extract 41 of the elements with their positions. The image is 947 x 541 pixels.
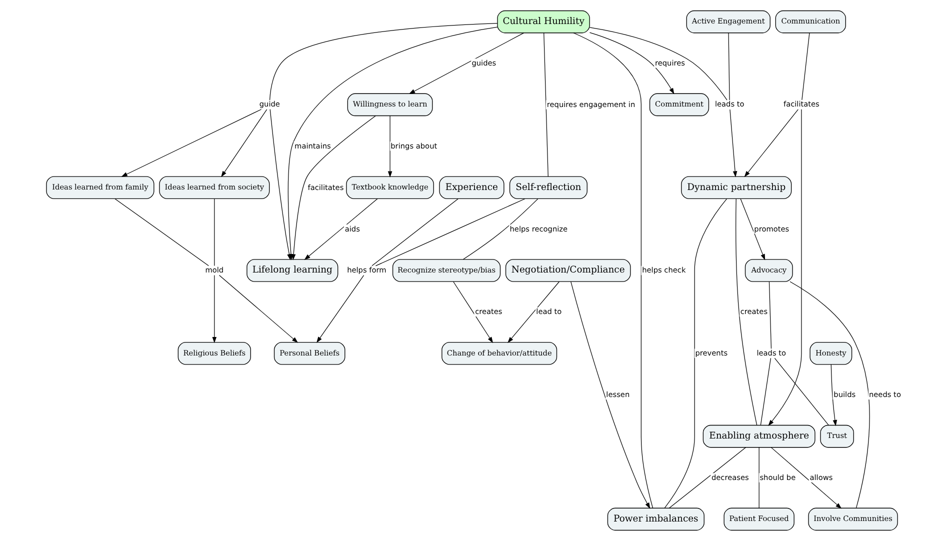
arrow bbox=[744, 109, 798, 178]
arrow bbox=[729, 109, 737, 178]
arrow bbox=[304, 198, 378, 260]
connector bbox=[760, 358, 771, 426]
connector bbox=[543, 32, 548, 177]
arrow bbox=[212, 274, 216, 344]
node-box: Lifelong learning bbox=[246, 259, 338, 282]
connector bbox=[462, 198, 538, 260]
node-box: Enabling atmosphere bbox=[702, 424, 815, 448]
node-box: Cultural Humility bbox=[496, 10, 590, 34]
connector bbox=[114, 198, 208, 266]
connector bbox=[572, 32, 653, 508]
arrow bbox=[120, 109, 262, 177]
node-box: Experience bbox=[438, 176, 504, 199]
arrow bbox=[220, 109, 267, 178]
arrow bbox=[316, 274, 364, 343]
arrow bbox=[218, 274, 298, 343]
connector bbox=[735, 198, 757, 426]
arrow bbox=[770, 447, 842, 509]
connector bbox=[728, 32, 730, 100]
arrow bbox=[452, 281, 493, 344]
connector bbox=[371, 198, 458, 266]
connector bbox=[801, 32, 810, 100]
connector bbox=[789, 281, 870, 508]
arrow bbox=[830, 364, 837, 426]
connector bbox=[768, 281, 772, 349]
node-box: Negotiation/Compliance bbox=[504, 259, 630, 282]
node-box: Power imbalances bbox=[606, 508, 704, 531]
node-box: Dynamic partnership bbox=[680, 176, 792, 199]
arrow bbox=[507, 281, 560, 344]
arrow bbox=[768, 109, 802, 426]
arrow bbox=[740, 198, 765, 260]
connector bbox=[374, 198, 525, 266]
connector bbox=[668, 447, 746, 508]
arrow bbox=[588, 32, 674, 94]
arrow bbox=[387, 116, 392, 178]
connector bbox=[774, 358, 828, 426]
connector bbox=[588, 27, 727, 100]
arrow bbox=[408, 32, 524, 94]
arrow bbox=[570, 281, 650, 509]
node-box: Self-reflection bbox=[508, 176, 587, 199]
